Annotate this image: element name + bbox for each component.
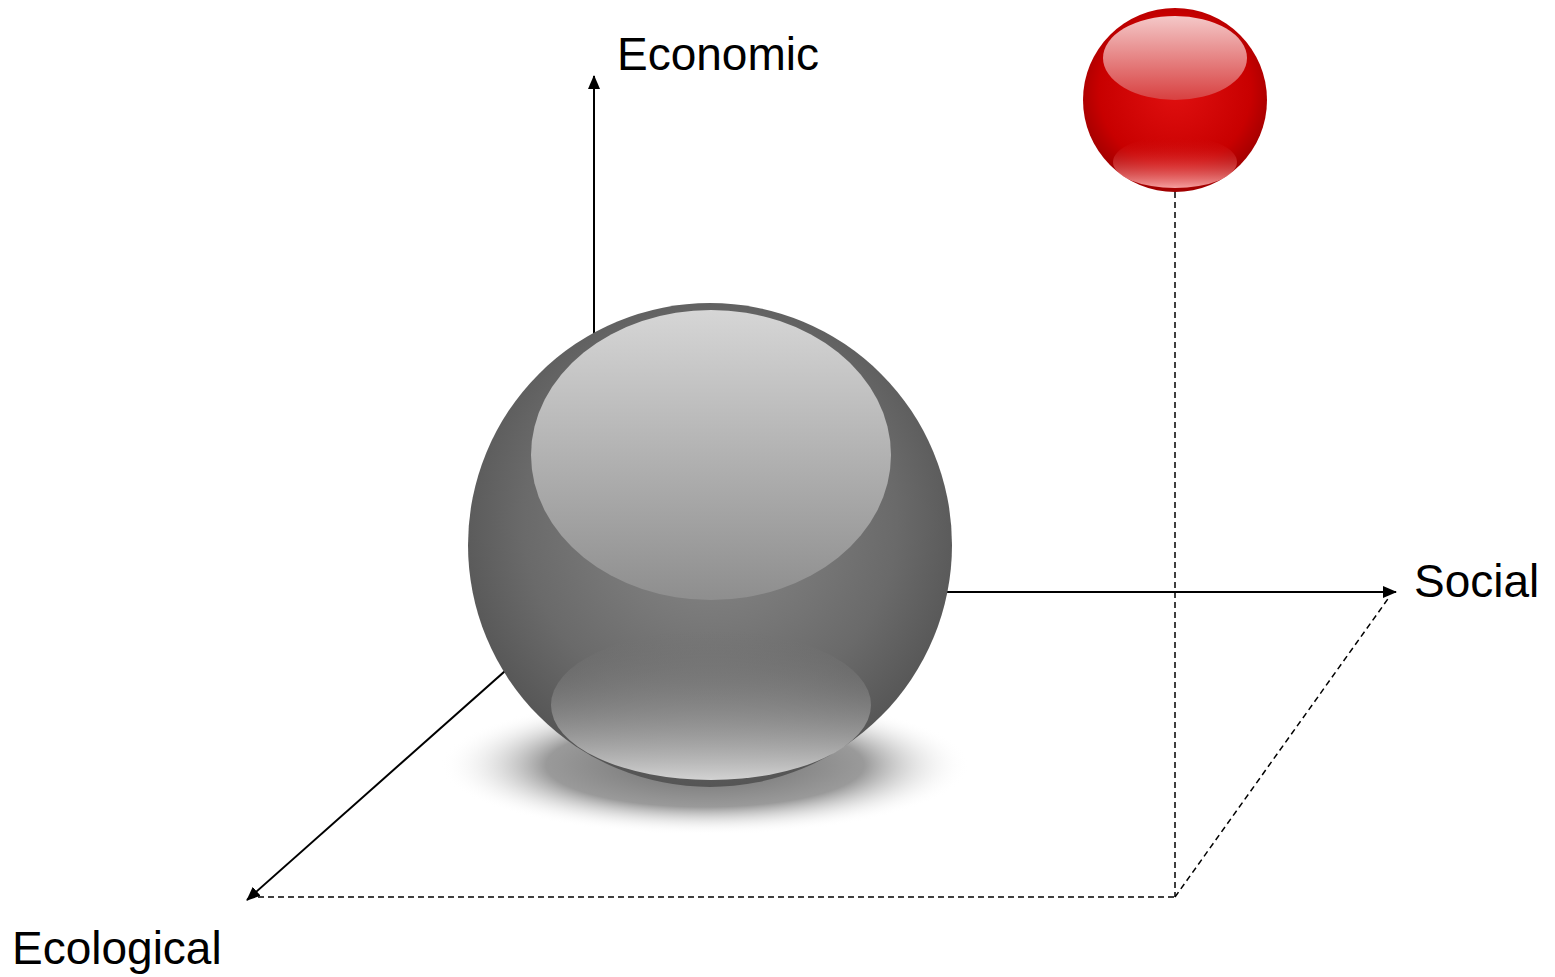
axis-label: Economic [617, 31, 819, 77]
axis-label: Ecological [12, 925, 222, 971]
axis-label: Social [1414, 558, 1539, 604]
